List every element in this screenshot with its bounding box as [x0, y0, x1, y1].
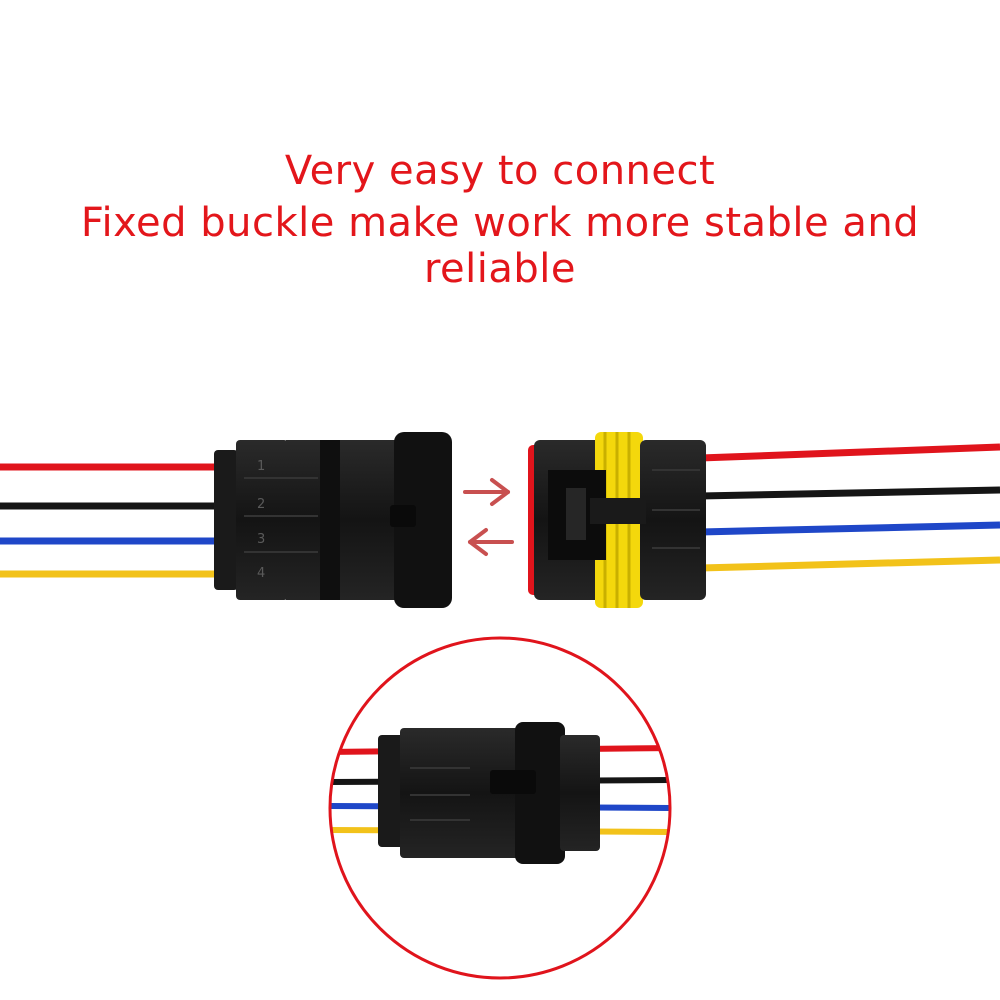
caption-line-1: Very easy to connect — [284, 148, 716, 194]
right-wire-yellow — [699, 556, 1000, 572]
arrow-left-icon — [468, 528, 514, 556]
pin-label-1: 1 — [257, 459, 265, 474]
connect-arrows — [463, 478, 514, 556]
connected-inset — [328, 636, 672, 980]
male-housing — [214, 432, 452, 608]
caption-line-2: Fixed buckle make work more stable and r… — [80, 200, 920, 292]
arrow-right-icon — [463, 478, 510, 506]
female-housing — [528, 432, 706, 608]
right-wire-red — [699, 443, 1000, 462]
pin-numbers-male: 1 2 3 4 — [257, 459, 265, 581]
right-wires — [699, 443, 1000, 572]
pin-label-2: 2 — [257, 497, 265, 512]
left-wires — [0, 463, 222, 578]
latch-tab — [390, 505, 416, 527]
pin-label-4: 4 — [257, 566, 265, 581]
pin-label-3: 3 — [257, 532, 265, 547]
male-connector-assembly: 1 2 3 4 — [0, 432, 452, 608]
right-wire-black — [699, 486, 1000, 500]
highlight-circle — [328, 636, 672, 980]
female-connector-assembly — [528, 432, 1000, 608]
right-wire-blue — [699, 521, 1000, 536]
